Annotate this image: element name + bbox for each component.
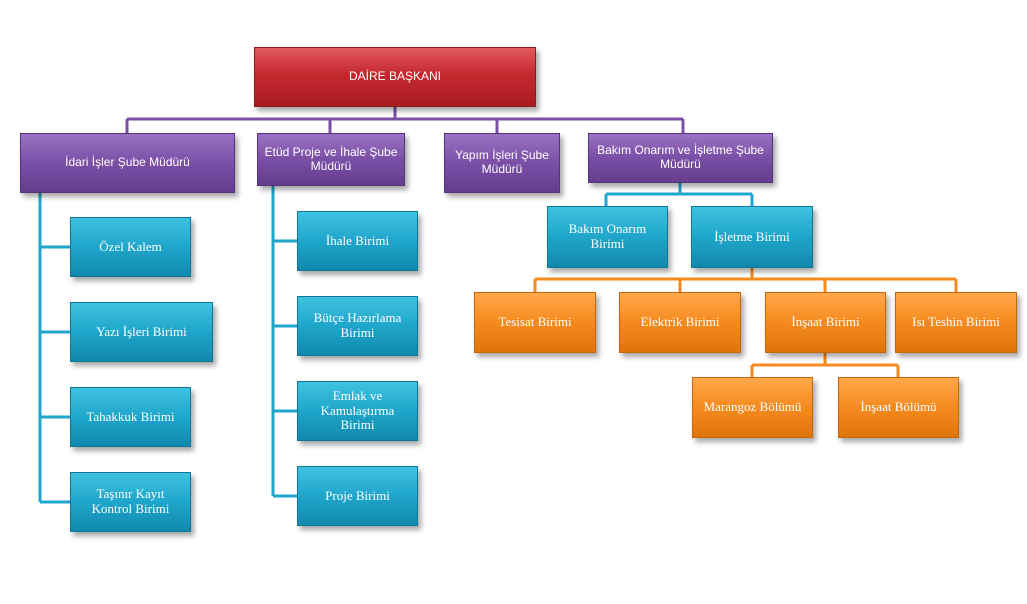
etud-proje-manager-box: Etüd Proje ve İhale Şube Müdürü (257, 133, 405, 186)
tahakkuk-box: Tahakkuk Birimi (70, 387, 191, 447)
tesisat-birimi-box: Tesisat Birimi (474, 292, 596, 353)
isletme-birimi-box: İşletme Birimi (691, 206, 813, 268)
elektrik-birimi-box: Elektrik Birimi (619, 292, 741, 353)
marangoz-bolumu-box: Marangoz Bölümü (692, 377, 813, 438)
emlak-kamulastirma-box: Emlak ve Kamulaştırma Birimi (297, 381, 418, 441)
yapim-isleri-manager-box: Yapım İşleri Şube Müdürü (444, 133, 560, 193)
yazi-isleri-box: Yazı İşleri Birimi (70, 302, 213, 362)
tasinir-kayit-box: Taşınır Kayıt Kontrol Birimi (70, 472, 191, 532)
bakim-onarim-birimi-box: Bakım Onarım Birimi (547, 206, 668, 268)
bakim-onarim-manager-box: Bakım Onarım ve İşletme Şube Müdürü (588, 133, 773, 183)
butce-hazirlama-box: Bütçe Hazırlama Birimi (297, 296, 418, 356)
insaat-bolumu-box: İnşaat Bölümü (838, 377, 959, 438)
daire-baskani-box: DAİRE BAŞKANI (254, 47, 536, 107)
idari-isler-manager-box: İdari İşler Şube Müdürü (20, 133, 235, 193)
ozel-kalem-box: Özel Kalem (70, 217, 191, 277)
proje-birimi-box: Proje Birimi (297, 466, 418, 526)
insaat-birimi-box: İnşaat Birimi (765, 292, 886, 353)
ihale-birimi-box: İhale Birimi (297, 211, 418, 271)
isi-teshin-birimi-box: Isı Teshin Birimi (895, 292, 1017, 353)
